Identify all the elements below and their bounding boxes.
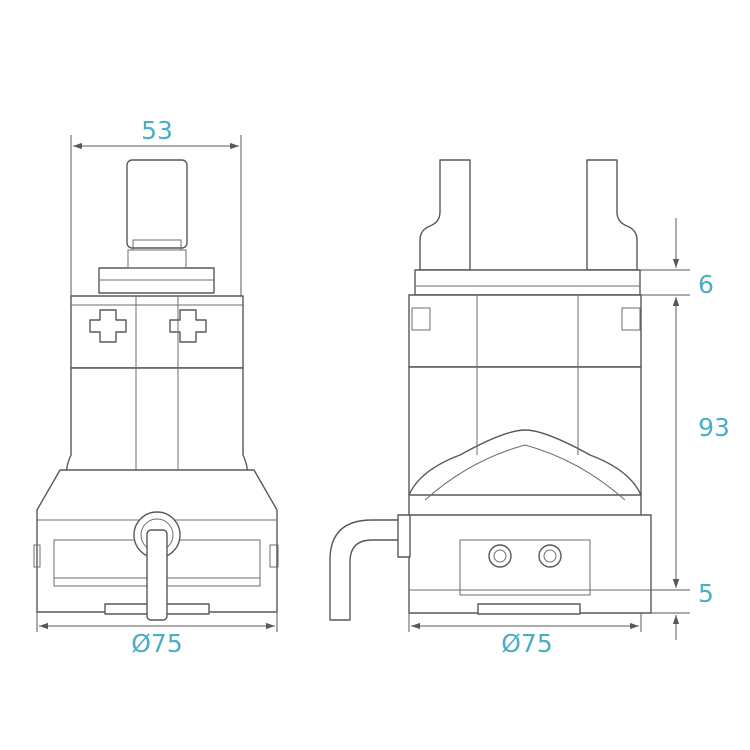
dim-width-53: 53 xyxy=(141,116,173,145)
side-finger-left xyxy=(419,159,471,271)
dim-side-diameter: Ø75 xyxy=(501,629,553,658)
side-elbow-fitting xyxy=(329,519,401,621)
side-port-block xyxy=(459,539,591,596)
side-view xyxy=(329,159,652,621)
side-top-plate xyxy=(414,269,641,296)
dim-height-93: 93 xyxy=(698,413,730,442)
side-dimensions: 6 93 5 Ø75 xyxy=(408,218,730,658)
front-view xyxy=(33,159,279,621)
front-slot-left xyxy=(89,309,127,343)
side-housing-hump xyxy=(408,429,642,496)
side-finger-right xyxy=(586,159,638,271)
side-fitting-nut xyxy=(397,514,411,558)
front-dimensions: 53 Ø75 xyxy=(36,116,278,658)
side-port-left xyxy=(488,544,512,568)
side-upper-body xyxy=(408,294,642,368)
side-port-right xyxy=(538,544,562,568)
dim-lower-5: 5 xyxy=(698,579,714,608)
front-jaw xyxy=(126,159,188,249)
front-slot-right xyxy=(169,309,207,343)
side-bottom-plate xyxy=(477,603,581,615)
dim-upper-6: 6 xyxy=(698,270,714,299)
front-pipe xyxy=(146,529,168,621)
side-base xyxy=(408,514,652,614)
dim-front-diameter: Ø75 xyxy=(131,629,183,658)
